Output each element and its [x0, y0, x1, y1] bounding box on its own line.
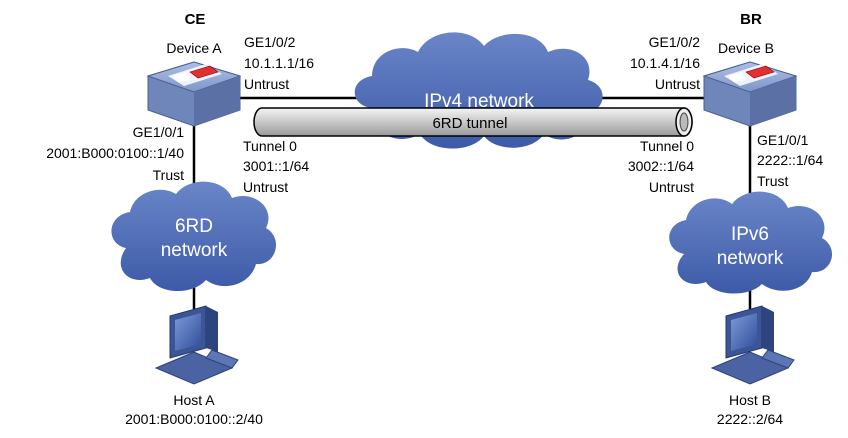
ipv6-network-line2: network: [717, 248, 784, 269]
ce-ge2-zone: Untrust: [244, 76, 289, 92]
6rd-network-cloud: 6RD network: [111, 181, 277, 292]
br-ge2-ip: 10.1.4.1/16: [630, 55, 700, 71]
br-ge1-name: GE1/0/1: [757, 132, 809, 148]
ce-ge1-name: GE1/0/1: [133, 124, 185, 140]
ce-tunnel-name: Tunnel 0: [243, 138, 297, 154]
device-b-name: Device B: [718, 40, 774, 56]
ce-tunnel-zone: Untrust: [243, 179, 288, 195]
ipv6-network-cloud: IPv6 network: [669, 191, 833, 294]
br-ge2-zone: Untrust: [655, 76, 700, 92]
device-a-name: Device A: [166, 40, 222, 56]
host-b-computer[interactable]: [710, 305, 795, 385]
ipv6-network-line1: IPv6: [731, 224, 769, 245]
6rd-tunnel: 6RD tunnel: [253, 107, 693, 137]
host-a-computer[interactable]: [154, 305, 239, 385]
br-tunnel-zone: Untrust: [649, 179, 694, 195]
6rd-network-line1: 6RD: [175, 216, 213, 237]
br-tunnel-ip: 3002::1/64: [628, 158, 694, 174]
br-ge1-ip: 2222::1/64: [757, 152, 823, 168]
firewall-icon: [724, 64, 778, 86]
6rd-tunnel-label: 6RD tunnel: [432, 115, 507, 132]
host-b-name: Host B: [729, 392, 771, 408]
6rd-network-line2: network: [161, 240, 228, 261]
host-a-ip: 2001:B000:0100::2/40: [125, 411, 263, 427]
host-a-name: Host A: [173, 392, 215, 408]
host-b-ip: 2222::2/64: [717, 411, 783, 427]
ce-ge2-ip: 10.1.1.1/16: [244, 55, 314, 71]
br-tunnel-name: Tunnel 0: [640, 138, 694, 154]
ce-role-label: CE: [185, 11, 206, 28]
ce-ge2-name: GE1/0/2: [244, 34, 296, 50]
br-ge1-zone: Trust: [757, 173, 788, 189]
firewall-icon: [168, 64, 222, 86]
device-b-firewall[interactable]: [702, 61, 798, 127]
ce-ge1-ip: 2001:B000:0100::1/40: [46, 145, 184, 161]
ce-ge1-zone: Trust: [153, 167, 184, 183]
device-a-firewall[interactable]: [146, 61, 242, 127]
ipv4-network-label: IPv4 network: [424, 91, 534, 112]
br-role-label: BR: [740, 11, 762, 28]
ce-tunnel-ip: 3001::1/64: [243, 158, 309, 174]
br-ge2-name: GE1/0/2: [649, 34, 701, 50]
